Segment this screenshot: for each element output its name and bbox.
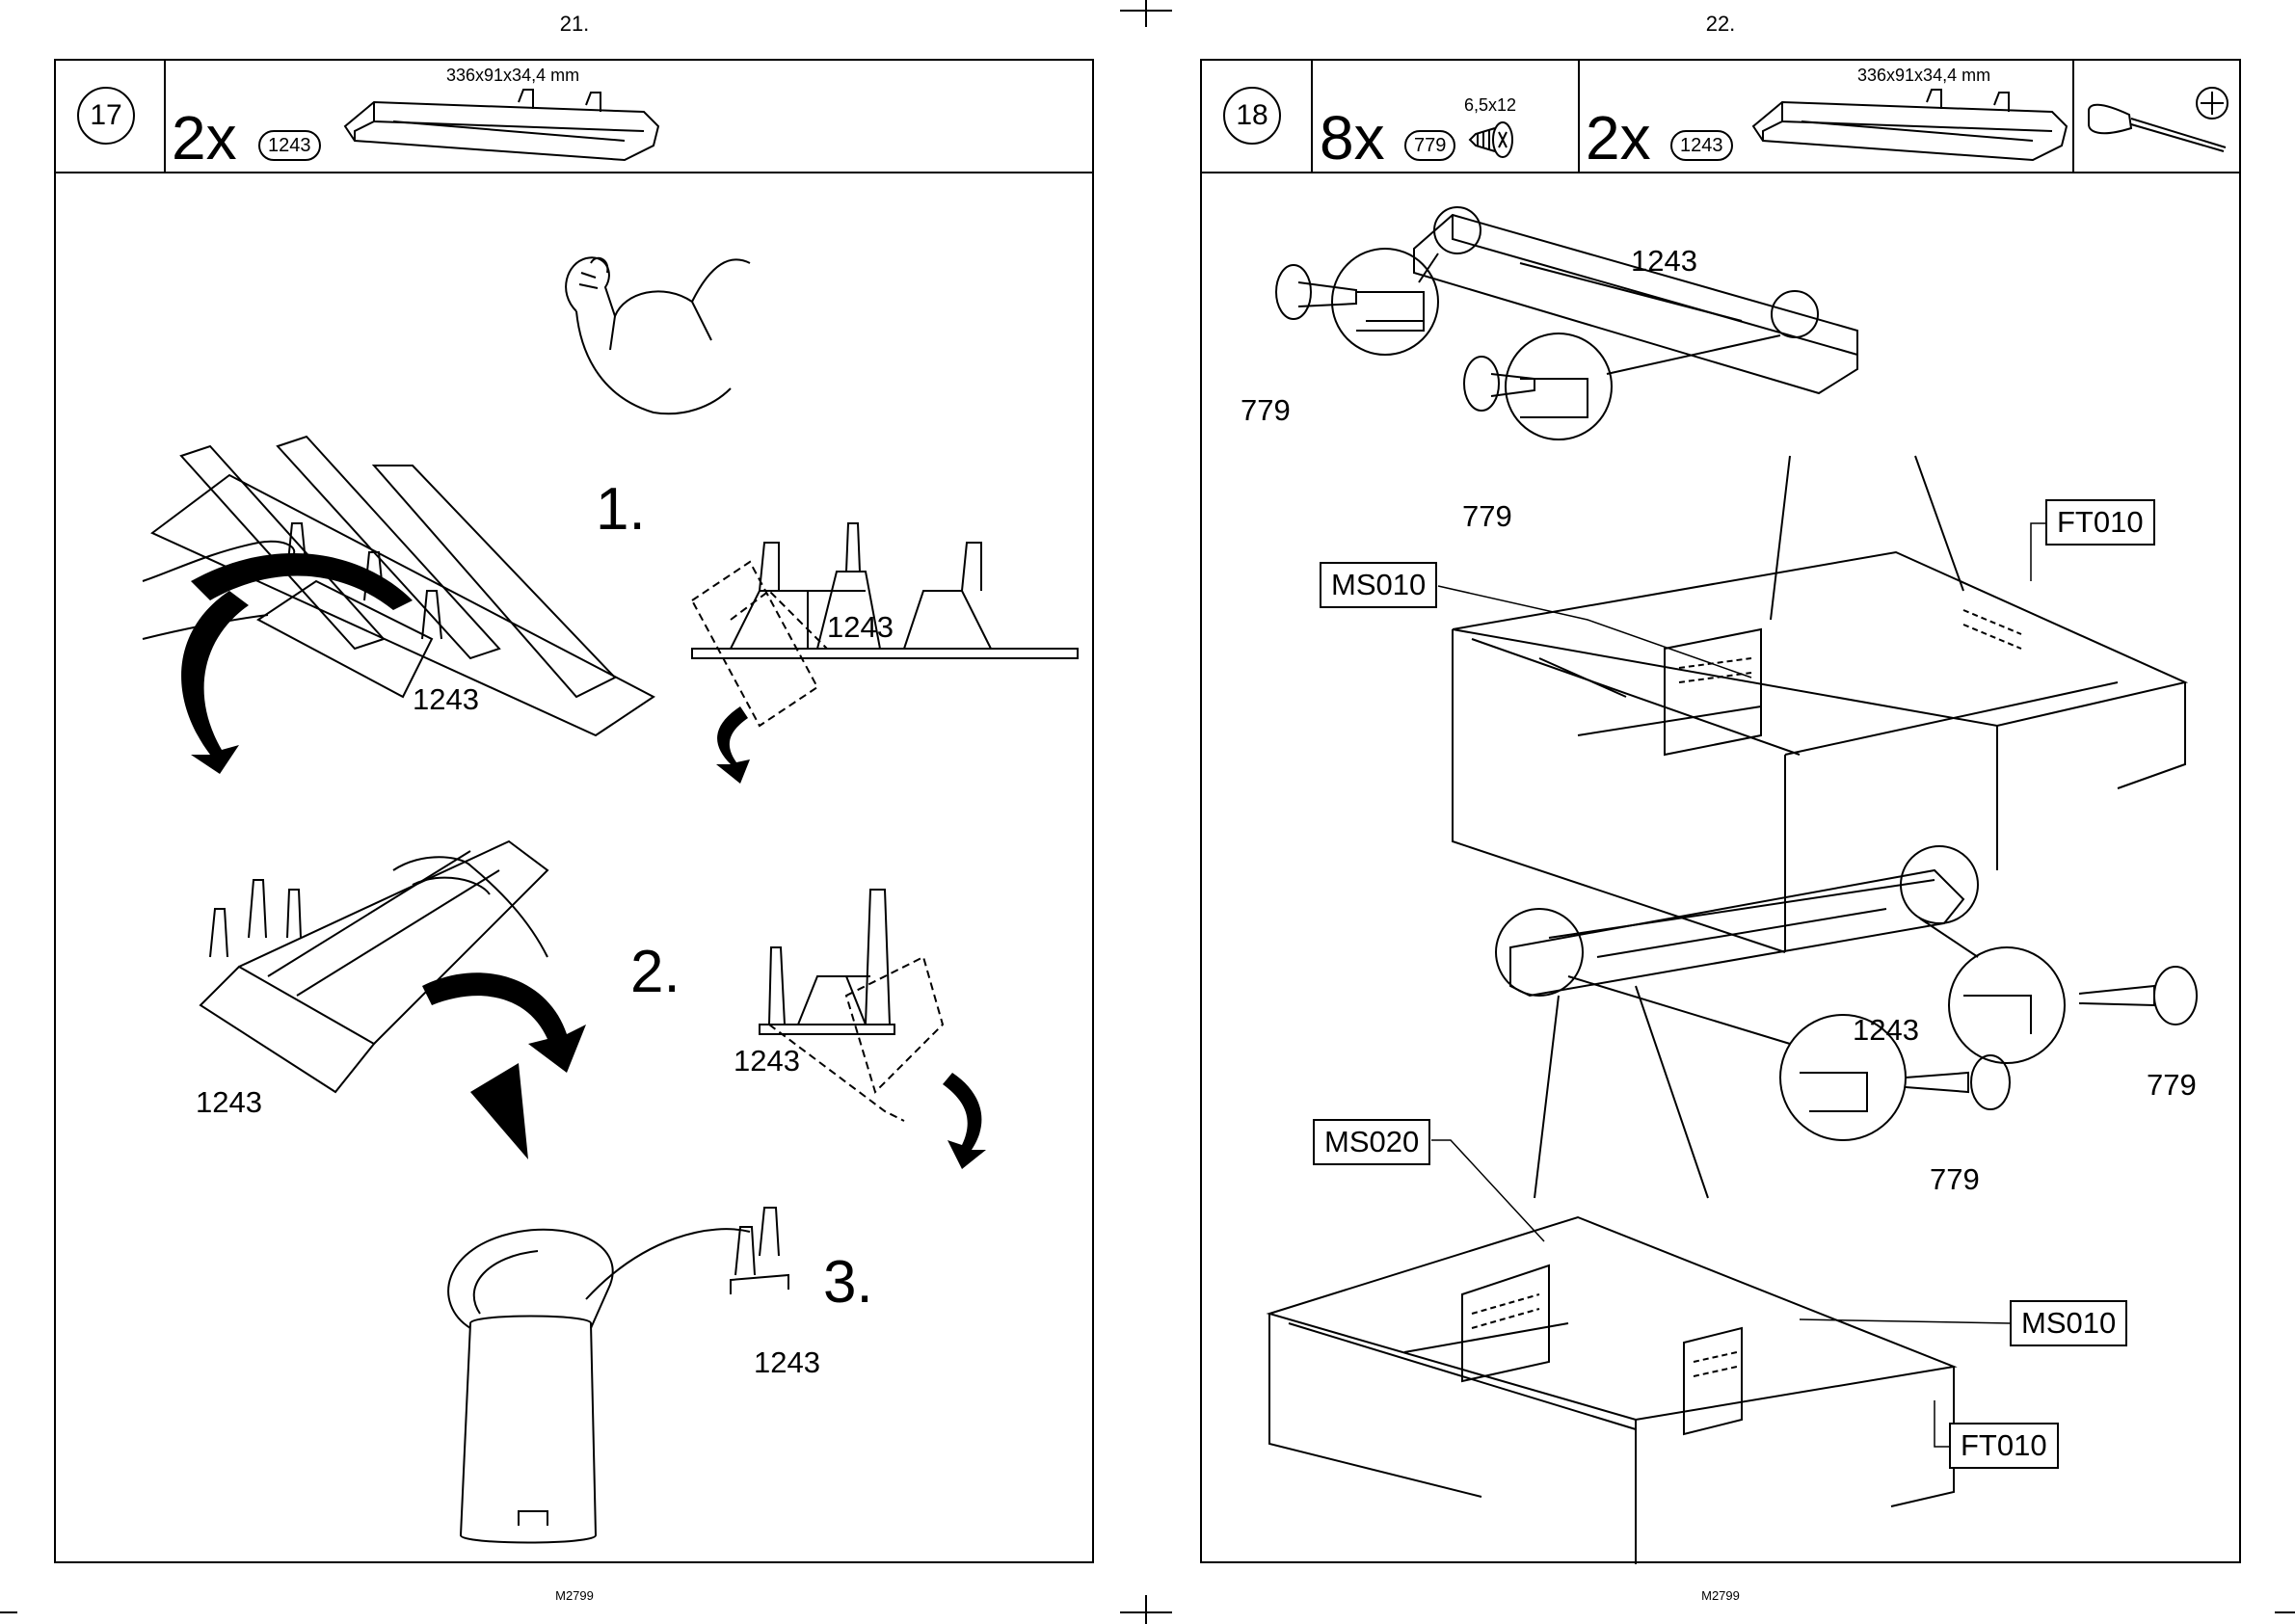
- part-label: 1243: [413, 682, 479, 717]
- step-panel-17: 17 2x 1243 336x91x34,4 mm: [54, 59, 1094, 1563]
- crop-mark: [2275, 1611, 2295, 1613]
- document-code: M2799: [1682, 1588, 1759, 1603]
- step-number: 17: [77, 87, 135, 145]
- substep-number: 1.: [596, 475, 646, 544]
- header-divider: [164, 61, 166, 172]
- document-code: M2799: [536, 1588, 613, 1603]
- bracket-break-illustration-2: [181, 812, 663, 1179]
- bracket-side-view-2: [750, 832, 1039, 1159]
- crop-mark: [1120, 1611, 1172, 1613]
- substep-number: 3.: [823, 1248, 873, 1317]
- part-label: 1243: [196, 1085, 262, 1120]
- leader-lines-lower: [1202, 61, 2243, 1565]
- page-number: 21.: [536, 12, 613, 37]
- part-label: 1243: [734, 1044, 800, 1078]
- bracket-break-illustration-1: [114, 408, 692, 755]
- trash-bin-illustration: [403, 1208, 808, 1555]
- substep-number: 2.: [630, 938, 680, 1006]
- part-quantity: 2x: [172, 107, 237, 169]
- step-panel-18: 18 8x 779 6,5x12 2x 1243 336x91x34,4 mm: [1200, 59, 2241, 1563]
- part-id-badge: 1243: [258, 130, 321, 161]
- crop-mark: [1145, 0, 1147, 27]
- page-number: 22.: [1682, 12, 1759, 37]
- bracket-part-icon: [335, 88, 663, 165]
- step-header: 17 2x 1243 336x91x34,4 mm: [56, 61, 1092, 173]
- part-dimensions: 336x91x34,4 mm: [446, 66, 579, 86]
- part-label: 1243: [827, 610, 894, 645]
- bracket-side-view-1: [673, 446, 1097, 755]
- part-label: 1243: [754, 1345, 820, 1380]
- crop-mark: [0, 1611, 17, 1613]
- crop-mark: [1120, 10, 1172, 12]
- crop-mark: [1145, 1595, 1147, 1624]
